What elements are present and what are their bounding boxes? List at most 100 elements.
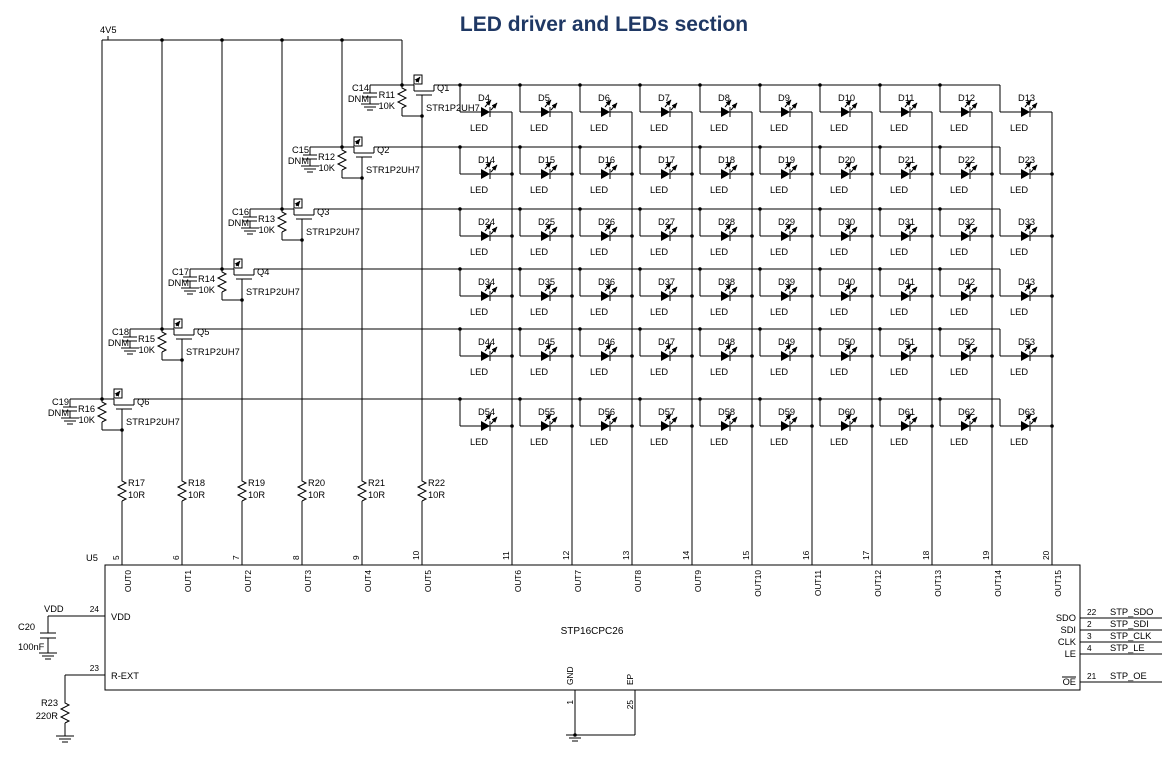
led-type-label: LED	[830, 307, 848, 317]
led-ref: D47	[658, 337, 675, 347]
led-type-label: LED	[590, 307, 608, 317]
pin-number: 11	[501, 551, 511, 560]
led-type-label: LED	[590, 367, 608, 377]
capacitor-ref: C16	[232, 207, 249, 217]
led-type-label: LED	[710, 247, 728, 257]
led-type-label: LED	[770, 123, 788, 133]
mosfet-ref: Q4	[257, 267, 269, 277]
led-type-label: LED	[1010, 307, 1028, 317]
ground-symbol	[241, 227, 259, 235]
pin-number: 16	[801, 550, 811, 560]
led-ref: D39	[778, 277, 795, 287]
pin-number: 5	[111, 555, 121, 560]
led-type-label: LED	[890, 367, 908, 377]
ic-U5: U5STP16CPC26OUT05OUT16OUT27OUT38OUT49OUT…	[44, 550, 1162, 742]
capacitor-value: DNM	[48, 408, 69, 418]
net-label: STP_SDO	[1110, 607, 1153, 617]
ground-symbol	[121, 347, 139, 355]
pin-name: OUT3	[303, 570, 313, 593]
led-ref: D34	[478, 277, 495, 287]
capacitor-ref: C18	[112, 327, 129, 337]
led-type-label: LED	[650, 367, 668, 377]
resistor-value: 10R	[428, 490, 445, 500]
pin-number: 21	[1087, 671, 1097, 681]
capacitor-value: DNM	[108, 338, 129, 348]
pin-name: VDD	[111, 612, 131, 622]
pin-number: 4	[1087, 643, 1092, 653]
led-type-label: LED	[590, 185, 608, 195]
led-ref: D52	[958, 337, 975, 347]
resistor-value: 10R	[188, 490, 205, 500]
led-type-label: LED	[650, 437, 668, 447]
led-type-label: LED	[530, 307, 548, 317]
resistor-ref: R18	[188, 478, 205, 488]
led-type-label: LED	[650, 123, 668, 133]
pin-name: LE	[1065, 649, 1076, 659]
pin-number: 18	[921, 550, 931, 560]
led-type-label: LED	[710, 437, 728, 447]
pin-number: 24	[90, 604, 100, 614]
led-type-label: LED	[710, 123, 728, 133]
led-ref: D9	[778, 93, 790, 103]
ground-symbol	[56, 735, 74, 743]
led-type-label: LED	[950, 123, 968, 133]
led-ref: D48	[718, 337, 735, 347]
pin-number: 14	[681, 550, 691, 560]
led-ref: D33	[1018, 217, 1035, 227]
led-type-label: LED	[770, 367, 788, 377]
led-ref: D27	[658, 217, 675, 227]
pin-name: OUT10	[753, 570, 763, 597]
led-ref: D63	[1018, 407, 1035, 417]
led-type-label: LED	[470, 247, 488, 257]
rext-pin-group: 23R-EXT	[65, 663, 139, 681]
resistor-ref: R15	[138, 334, 155, 344]
led-type-label: LED	[830, 247, 848, 257]
resistor-ref: R21	[368, 478, 385, 488]
resistor-value: 10K	[318, 163, 335, 173]
led-ref: D31	[898, 217, 915, 227]
led-type-label: LED	[890, 185, 908, 195]
led-ref: D46	[598, 337, 615, 347]
resistor-value: 10R	[248, 490, 265, 500]
led-type-label: LED	[1010, 185, 1028, 195]
led-ref: D19	[778, 155, 795, 165]
led-ref: D35	[538, 277, 555, 287]
mosfet-part: STR1P2UH7	[426, 103, 480, 113]
